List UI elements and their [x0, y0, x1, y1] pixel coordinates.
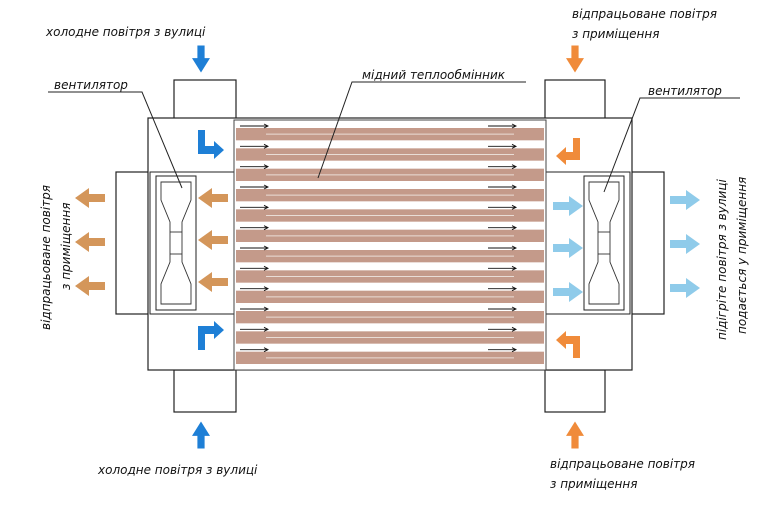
flow-arrow: [240, 347, 270, 353]
flow-arrow: [488, 225, 518, 231]
flow-arrow: [240, 184, 270, 190]
flow-arrow: [240, 123, 270, 129]
flow-arrow: [488, 123, 518, 129]
flow-arrow: [488, 143, 518, 149]
bottom-right-duct: [544, 369, 606, 413]
cold-air-in-top-arrow: [192, 45, 210, 73]
right-side-label-1: підігріте повітря з вулиці: [715, 179, 729, 340]
flow-arrow: [240, 143, 270, 149]
exhaust-bottom-label-1: відпрацьоване повітря: [550, 457, 695, 471]
fan-left-label: вентилятор: [54, 78, 128, 92]
right-fan-icon: [588, 181, 620, 305]
flow-arrow: [488, 164, 518, 170]
flow-arrow: [240, 245, 270, 251]
left-side-duct: [115, 171, 151, 315]
exhaust-top-label-1: відпрацьоване повітря: [572, 7, 717, 21]
flow-arrow: [240, 306, 270, 312]
exhaust-top-label-2: з приміщення: [572, 27, 659, 41]
flow-arrow: [240, 326, 270, 332]
flow-arrow: [240, 225, 270, 231]
left-side-label-1: відпрацьоване повітря: [39, 185, 53, 330]
cold-air-in-bottom-arrow: [192, 421, 210, 449]
cold-air-top-label: холодне повітря з вулиці: [45, 25, 206, 39]
flow-arrow: [488, 245, 518, 251]
right-side-label-2: подається у приміщення: [735, 177, 749, 334]
exhaust-bottom-label-2: з приміщення: [550, 477, 637, 491]
top-right-duct: [544, 79, 606, 121]
bent-arrow-bottom-left: [198, 321, 224, 350]
flow-arrow: [488, 184, 518, 190]
flow-arrow: [488, 286, 518, 292]
cold-air-bottom-label: холодне повітря з вулиці: [97, 463, 258, 477]
heat-exchanger-label: мідний теплообмінник: [362, 68, 506, 82]
flow-arrow: [240, 204, 270, 210]
right-side-duct: [629, 171, 665, 315]
flow-arrow: [240, 164, 270, 170]
bent-arrow-bottom-right: [556, 331, 580, 358]
left-side-label-2: з приміщення: [59, 203, 73, 290]
flow-arrow: [488, 306, 518, 312]
bent-arrow-top-left: [198, 130, 224, 159]
exhaust-in-top-arrow: [566, 45, 584, 73]
fan-right-label: вентилятор: [648, 84, 722, 98]
top-left-duct: [173, 79, 237, 121]
flow-arrow: [488, 326, 518, 332]
bent-arrow-top-right: [556, 138, 580, 165]
flow-arrow: [240, 286, 270, 292]
copper-heat-exchanger: [233, 119, 547, 371]
flow-arrow: [240, 265, 270, 271]
left-fan-icon: [160, 181, 192, 305]
leader-lines: [48, 81, 740, 193]
exhaust-in-bottom-arrow: [566, 421, 584, 449]
bottom-left-duct: [173, 369, 237, 413]
flow-arrow: [488, 265, 518, 271]
flow-arrow: [488, 347, 518, 353]
flow-arrow: [488, 204, 518, 210]
